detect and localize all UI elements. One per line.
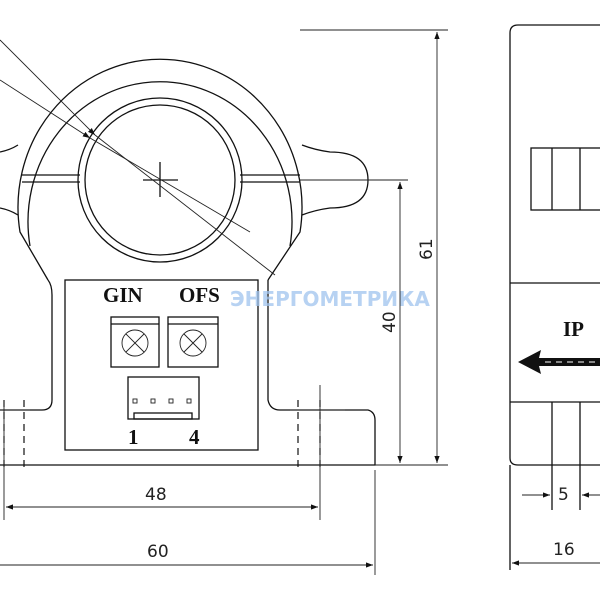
gin-trimmer — [110, 316, 160, 368]
ofs-trimmer — [167, 316, 219, 368]
outer-ring — [17, 58, 303, 281]
connector — [127, 376, 200, 420]
inner-ring — [77, 97, 243, 263]
gin-label: GIN — [103, 283, 143, 307]
dim-5: 5 — [558, 485, 569, 505]
housing-body — [0, 279, 53, 411]
pin-1-label: 1 — [128, 425, 139, 449]
dim-16: 16 — [553, 540, 575, 560]
dim-61: 61 — [417, 238, 437, 260]
dim-40: 40 — [380, 311, 400, 333]
dim-60: 60 — [147, 542, 169, 562]
pin-4-label: 4 — [189, 425, 200, 449]
dim-48: 48 — [145, 485, 167, 505]
watermark: ЭНЕРГОМЕТРИКА — [230, 287, 430, 311]
ofs-label: OFS — [179, 283, 220, 307]
ip-label: IP — [563, 317, 584, 341]
